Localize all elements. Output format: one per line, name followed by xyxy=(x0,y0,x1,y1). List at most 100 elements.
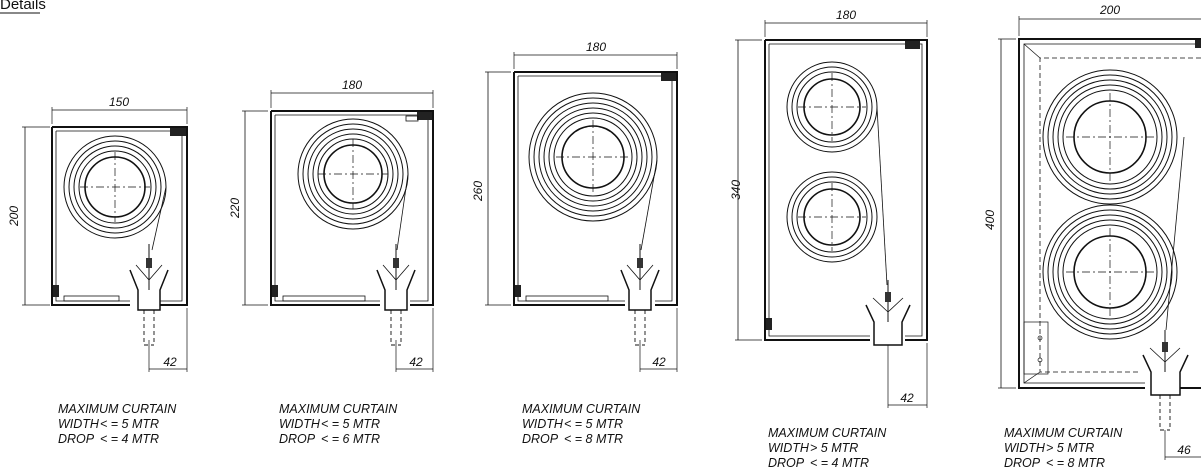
caption-drop-label: DROP xyxy=(279,432,316,446)
bottom-bracket xyxy=(272,285,278,297)
caption-width-value: < = 5 MTR xyxy=(564,417,623,431)
caption-width-label: WIDTH xyxy=(279,417,321,431)
caption-drop-value: < = 8 MTR xyxy=(564,432,623,446)
caption-drop-label: DROP xyxy=(58,432,95,446)
offset-label: 42 xyxy=(900,391,914,405)
height-label: 220 xyxy=(228,198,242,219)
curtain-roll xyxy=(63,135,167,239)
caption: MAXIMUM CURTAIN WIDTH > 5 MTR DROP < = 4… xyxy=(768,426,887,470)
caption-width-label: WIDTH xyxy=(522,417,564,431)
width-label: 200 xyxy=(1099,3,1120,17)
height-dimension xyxy=(22,126,50,306)
height-label: 260 xyxy=(471,181,485,202)
height-dimension xyxy=(242,110,268,306)
curtain-guide xyxy=(620,244,660,346)
curtain-line xyxy=(396,173,409,251)
height-dimension xyxy=(485,71,511,306)
heading-text: Details xyxy=(0,0,46,13)
curtain-roll-upper xyxy=(786,61,878,153)
curtain-guide xyxy=(129,244,169,346)
caption-line1: MAXIMUM CURTAIN xyxy=(279,402,398,416)
height-dimension xyxy=(998,38,1016,389)
housing-corner-line xyxy=(1023,43,1041,59)
top-rail xyxy=(405,115,419,122)
caption-width-value: > 5 MTR xyxy=(810,441,858,455)
top-bracket xyxy=(661,73,676,81)
caption-line1: MAXIMUM CURTAIN xyxy=(768,426,887,440)
caption-drop-label: DROP xyxy=(522,432,559,446)
offset-label: 46 xyxy=(1177,443,1191,457)
curtain-guide xyxy=(376,244,416,346)
bottom-bracket xyxy=(515,285,521,297)
caption-width-label: WIDTH xyxy=(58,417,100,431)
offset-label: 42 xyxy=(163,355,177,369)
height-label: 340 xyxy=(729,180,743,200)
width-label: 180 xyxy=(342,78,362,92)
curtain-line xyxy=(151,186,167,251)
caption-line1: MAXIMUM CURTAIN xyxy=(522,402,641,416)
curtain-line xyxy=(876,106,888,286)
caption: MAXIMUM CURTAIN WIDTH > 5 MTR DROP < = 8… xyxy=(1004,426,1123,470)
offset-dimension xyxy=(639,308,678,372)
offset-dimension xyxy=(395,308,434,372)
curtain-roll-upper xyxy=(1042,69,1178,205)
top-bracket xyxy=(1195,40,1201,48)
curtain-roll xyxy=(297,118,409,230)
housing-inner-line xyxy=(768,43,923,337)
bottom-rail xyxy=(282,295,366,302)
caption-drop-value: < = 8 MTR xyxy=(1046,456,1105,470)
bottom-bracket xyxy=(766,318,772,330)
curtain-line xyxy=(1165,136,1185,331)
housing-inner-line xyxy=(274,114,429,302)
caption-line1: MAXIMUM CURTAIN xyxy=(1004,426,1123,440)
height-dimension xyxy=(735,39,762,341)
caption: MAXIMUM CURTAIN WIDTH < = 5 MTR DROP < =… xyxy=(522,402,641,446)
cassette-unit-2: 180 220 42 MAXIMUM CURTAIN WIDTH < = 5 M… xyxy=(228,78,434,446)
side-plate-hole xyxy=(1037,335,1043,341)
curtain-line xyxy=(640,159,658,251)
side-plate-hole xyxy=(1037,357,1043,363)
housing-corner-line xyxy=(1023,371,1041,384)
cassette-unit-3: 180 260 42 MAXIMUM CURTAIN WIDTH < = 5 M… xyxy=(471,40,678,446)
offset-dimension xyxy=(1164,430,1201,460)
housing-outline xyxy=(513,71,678,306)
caption-drop-value: < = 6 MTR xyxy=(321,432,380,446)
caption-width-label: WIDTH xyxy=(1004,441,1046,455)
height-label: 400 xyxy=(983,210,997,230)
width-dimension xyxy=(51,107,188,124)
caption-width-value: < = 5 MTR xyxy=(100,417,159,431)
housing-outline xyxy=(52,126,188,306)
caption: MAXIMUM CURTAIN WIDTH < = 5 MTR DROP < =… xyxy=(58,402,177,446)
caption-line1: MAXIMUM CURTAIN xyxy=(58,402,177,416)
top-bracket xyxy=(170,128,186,136)
housing-inner-line xyxy=(1023,43,1201,384)
caption-width-value: < = 5 MTR xyxy=(321,417,380,431)
width-dimension xyxy=(513,52,678,69)
caption-drop-label: DROP xyxy=(1004,456,1041,470)
curtain-roll xyxy=(528,92,658,222)
housing-outline xyxy=(764,39,928,341)
bottom-rail xyxy=(525,295,609,302)
width-label: 180 xyxy=(586,40,606,54)
bottom-bracket xyxy=(53,285,59,297)
caption-width-value: > 5 MTR xyxy=(1046,441,1094,455)
curtain-roll-lower xyxy=(1042,204,1178,340)
curtain-guide xyxy=(865,280,911,346)
width-dimension xyxy=(764,20,928,37)
caption-drop-value: < = 4 MTR xyxy=(100,432,159,446)
caption-drop-label: DROP xyxy=(768,456,805,470)
curtain-roll-lower xyxy=(786,171,878,263)
housing-outline xyxy=(270,110,434,306)
width-label: 150 xyxy=(109,95,129,109)
top-bracket xyxy=(905,41,920,49)
cassette-unit-5: 200 400 46 MAXIMUM CURTAIN WIDTH > 5 MTR… xyxy=(983,3,1201,470)
caption-width-label: WIDTH xyxy=(768,441,810,455)
width-dimension xyxy=(1018,16,1201,36)
housing-dashed-outline xyxy=(1039,57,1201,373)
offset-dimension xyxy=(887,343,928,408)
offset-label: 42 xyxy=(652,355,666,369)
cassette-unit-4: 180 340 42 MAXIMUM CURTAIN WIDTH > 5 MTR… xyxy=(729,8,928,470)
width-dimension xyxy=(270,90,434,108)
housing-outline xyxy=(1018,38,1201,389)
